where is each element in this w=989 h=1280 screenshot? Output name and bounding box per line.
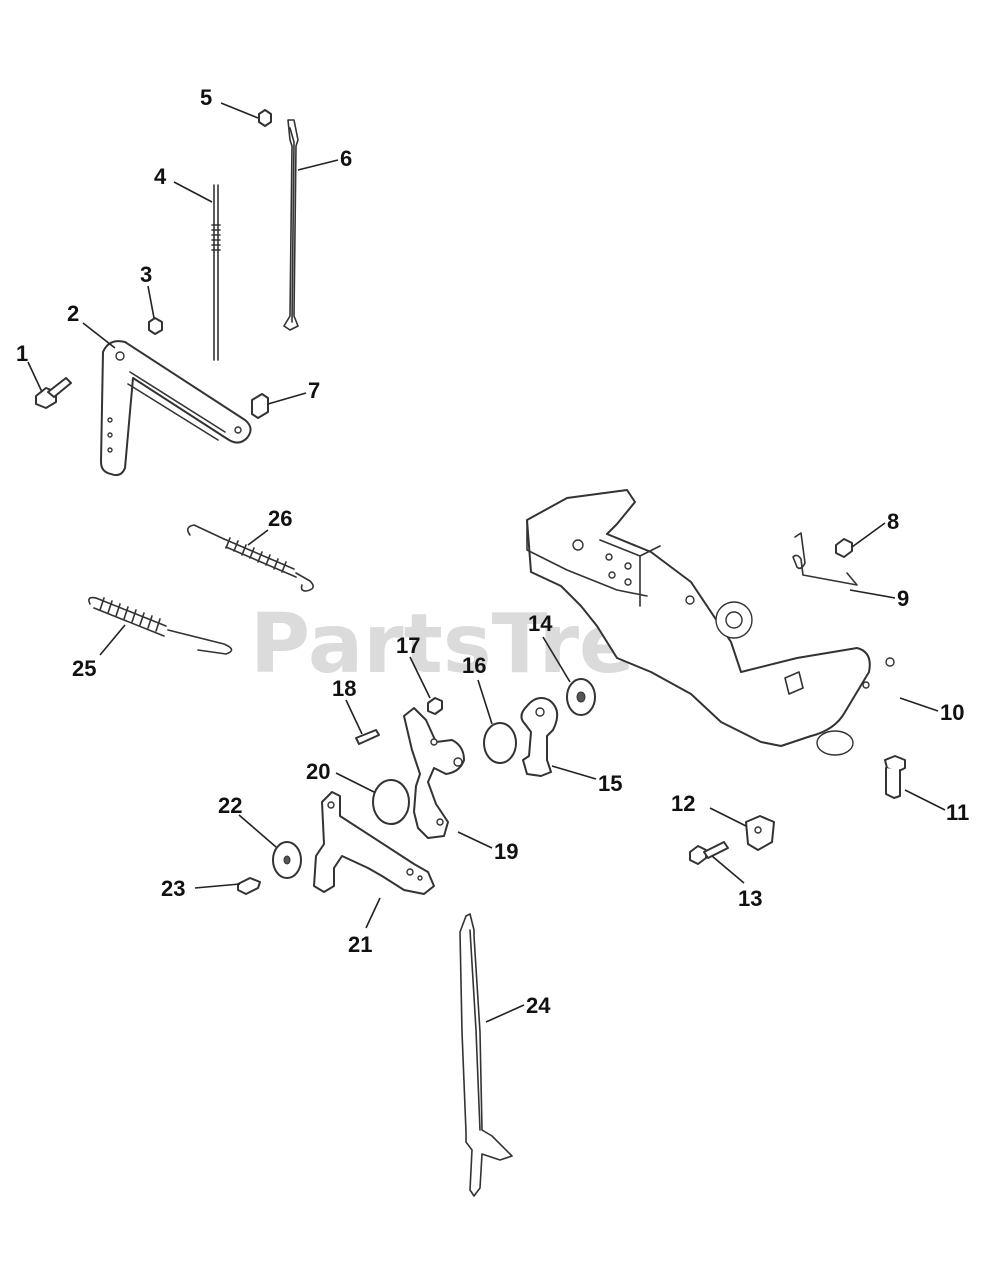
callout-7: 7 bbox=[308, 378, 320, 403]
part-25-spring[interactable] bbox=[88, 596, 233, 655]
callout-26: 26 bbox=[268, 506, 292, 531]
callout-6: 6 bbox=[340, 146, 352, 171]
callout-23: 23 bbox=[161, 876, 185, 901]
part-24-rod[interactable] bbox=[459, 913, 513, 1197]
part-20-washer[interactable] bbox=[372, 779, 410, 825]
callout-2: 2 bbox=[67, 301, 79, 326]
leader-lines bbox=[27, 102, 946, 1023]
callout-15: 15 bbox=[598, 771, 622, 796]
part-19-throttle-lever[interactable] bbox=[403, 707, 465, 839]
part-22-washer[interactable] bbox=[272, 841, 302, 879]
callout-19: 19 bbox=[494, 839, 518, 864]
part-17-nut[interactable] bbox=[427, 697, 443, 715]
part-5-nut[interactable] bbox=[258, 109, 272, 127]
callout-17: 17 bbox=[396, 633, 420, 658]
part-1-screw[interactable] bbox=[35, 377, 72, 409]
callout-5: 5 bbox=[200, 85, 212, 110]
part-12-clip[interactable] bbox=[745, 815, 775, 851]
part-14-washer[interactable] bbox=[566, 678, 596, 716]
part-21-link-plate[interactable] bbox=[313, 791, 435, 895]
callout-13: 13 bbox=[738, 886, 762, 911]
part-16-washer[interactable] bbox=[483, 722, 517, 764]
callout-21: 21 bbox=[348, 932, 372, 957]
part-11-bolt[interactable] bbox=[884, 755, 906, 799]
callout-labels: 5 6 4 3 2 1 7 26 25 14 16 17 18 20 22 23… bbox=[16, 85, 969, 1018]
part-4-spring-rod[interactable] bbox=[211, 184, 221, 361]
callout-24: 24 bbox=[526, 993, 551, 1018]
part-8-nut[interactable] bbox=[835, 538, 853, 558]
callout-3: 3 bbox=[140, 262, 152, 287]
callout-8: 8 bbox=[887, 509, 899, 534]
callout-1: 1 bbox=[16, 341, 28, 366]
part-9-wire-spring[interactable] bbox=[792, 532, 858, 586]
part-23-screw[interactable] bbox=[237, 877, 261, 895]
part-26-spring[interactable] bbox=[186, 524, 314, 592]
callout-4: 4 bbox=[154, 164, 167, 189]
part-2-control-bracket[interactable] bbox=[100, 340, 252, 477]
callout-10: 10 bbox=[940, 700, 964, 725]
callout-9: 9 bbox=[897, 586, 909, 611]
callout-25: 25 bbox=[72, 656, 96, 681]
callout-18: 18 bbox=[332, 676, 356, 701]
part-15-lever[interactable] bbox=[520, 697, 559, 777]
part-3-nut[interactable] bbox=[148, 317, 163, 335]
part-6-rod[interactable] bbox=[283, 119, 299, 331]
part-18-pin[interactable] bbox=[355, 729, 380, 745]
callout-11: 11 bbox=[946, 800, 969, 825]
part-13-screw[interactable] bbox=[689, 841, 729, 865]
callout-12: 12 bbox=[671, 791, 695, 816]
callout-16: 16 bbox=[462, 653, 486, 678]
callout-22: 22 bbox=[218, 793, 242, 818]
part-10-main-bracket[interactable] bbox=[526, 489, 895, 756]
callout-14: 14 bbox=[528, 611, 553, 636]
part-7-clip[interactable] bbox=[251, 393, 269, 419]
callout-20: 20 bbox=[306, 759, 330, 784]
